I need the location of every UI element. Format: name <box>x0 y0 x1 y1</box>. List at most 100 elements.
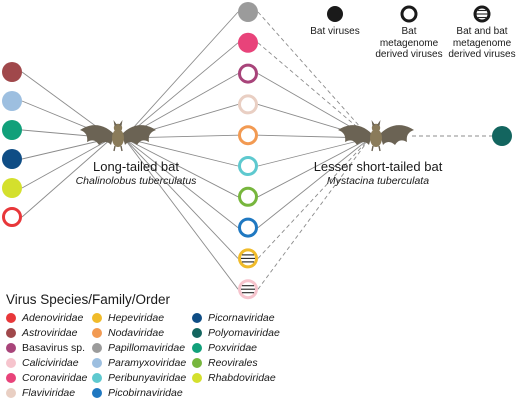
legend-icons <box>327 5 491 23</box>
family-item-caliciviridae: Caliciviridae <box>6 356 79 370</box>
family-label: Rhabdoviridae <box>208 372 276 384</box>
family-label: Caliciviridae <box>22 357 79 369</box>
family-color-dot <box>192 343 202 353</box>
family-color-dot <box>192 328 202 338</box>
family-color-dot <box>92 313 102 323</box>
family-label: Hepeviridae <box>108 312 165 324</box>
family-color-dot <box>6 358 16 368</box>
family-color-dot <box>192 358 202 368</box>
long-tailed-bat-icon <box>80 120 156 152</box>
family-item-peribunyaviridae: Peribunyaviridae <box>92 371 186 385</box>
family-item-paramyxoviridae: Paramyxoviridae <box>92 356 186 370</box>
family-color-dot <box>192 313 202 323</box>
node-center-reovirales <box>238 186 258 207</box>
short-tailed-bat-scientific-name: Mystacina tuberculata <box>326 175 430 187</box>
family-item-adenoviridae: Adenoviridae <box>6 311 83 325</box>
family-label: Coronaviridae <box>22 372 88 384</box>
family-item-basavirus: Basavirus sp. <box>6 341 85 355</box>
legend-both-label: Bat and bat metagenome derived viruses <box>448 26 516 60</box>
node-left-astroviridae <box>2 62 22 82</box>
family-item-coronaviridae: Coronaviridae <box>6 371 87 385</box>
family-color-dot <box>92 343 102 353</box>
link-longtailed-papillomaviridae <box>123 11 239 139</box>
legend-both-icon <box>473 5 491 23</box>
family-item-rhabdoviridae: Rhabdoviridae <box>192 371 276 385</box>
node-center-picobirnaviridae <box>238 217 258 238</box>
link-shorttailed-coronaviridae <box>257 42 371 139</box>
link-shorttailed-peribunyaviridae <box>257 137 371 167</box>
node-left-paramyxoviridae <box>2 91 22 111</box>
family-color-dot <box>6 328 16 338</box>
link-longtailed-caliciviridae <box>123 137 239 290</box>
family-label: Reovirales <box>208 357 258 369</box>
short-tailed-bat-icon <box>338 120 414 152</box>
legend-bat-viruses-icon <box>327 6 343 22</box>
node-center-coronaviridae <box>238 32 258 53</box>
nodes-layer <box>2 2 512 300</box>
family-item-astroviridae: Astroviridae <box>6 326 77 340</box>
family-label: Picornaviridae <box>208 312 275 324</box>
family-label: Picobirnaviridae <box>108 387 183 399</box>
node-center-papillomaviridae <box>238 2 258 22</box>
bats-layer <box>80 120 414 152</box>
family-label: Paramyxoviridae <box>108 357 187 369</box>
link-left-adenoviridae <box>21 137 113 218</box>
family-color-dot <box>6 388 16 398</box>
family-item-picornaviridae: Picornaviridae <box>192 311 275 325</box>
family-label: Basavirus sp. <box>22 342 86 354</box>
family-item-polyomaviridae: Polyomaviridae <box>192 326 280 340</box>
family-label: Peribunyaviridae <box>108 372 187 384</box>
node-center-nodaviridae <box>238 125 258 146</box>
family-color-dot <box>192 373 202 383</box>
family-item-reovirales: Reovirales <box>192 356 258 370</box>
short-tailed-bat-name: Lesser short-tailed bat <box>313 159 443 174</box>
family-item-poxviridae: Poxviridae <box>192 341 257 355</box>
node-center-hepeviridae <box>238 248 258 269</box>
node-left-picornaviridae <box>2 149 22 169</box>
node-right-polyomaviridae <box>492 126 512 146</box>
family-item-flaviviridae: Flaviviridae <box>6 386 75 400</box>
family-item-picobirnaviridae: Picobirnaviridae <box>92 386 183 400</box>
link-longtailed-reovirales <box>123 137 239 198</box>
family-item-nodaviridae: Nodaviridae <box>92 326 164 340</box>
link-shorttailed-hepeviridae <box>257 137 371 259</box>
long-tailed-bat-name: Long-tailed bat <box>92 159 179 174</box>
node-left-poxviridae <box>2 120 22 140</box>
family-label: Flaviviridae <box>22 387 76 399</box>
node-center-flaviviridae <box>238 94 258 115</box>
node-left-rhabdoviridae <box>2 178 22 198</box>
family-label: Astroviridae <box>22 327 78 339</box>
link-longtailed-picobirnaviridae <box>123 137 239 228</box>
link-left-rhabdoviridae <box>21 137 113 189</box>
node-center-caliciviridae <box>238 279 258 300</box>
node-center-basavirus <box>238 63 258 84</box>
family-color-dot <box>92 358 102 368</box>
link-longtailed-coronaviridae <box>123 42 239 139</box>
long-tailed-bat-scientific-name: Chalinolobus tuberculatus <box>75 175 197 187</box>
family-color-dot <box>6 343 16 353</box>
link-shorttailed-reovirales <box>257 137 371 198</box>
family-label: Adenoviridae <box>22 312 84 324</box>
family-label: Nodaviridae <box>108 327 165 339</box>
legend-metagenome-icon <box>400 5 418 23</box>
family-item-papillomaviridae: Papillomaviridae <box>92 341 185 355</box>
family-legend-title: Virus Species/Family/Order <box>6 292 171 307</box>
link-longtailed-hepeviridae <box>123 137 239 259</box>
legend-bat-viruses-label: Bat viruses <box>310 26 360 37</box>
family-item-hepeviridae: Hepeviridae <box>92 311 164 325</box>
family-color-dot <box>92 373 102 383</box>
family-label: Papillomaviridae <box>108 342 186 354</box>
legend-metagenome-label: Bat metagenome derived viruses <box>375 26 443 60</box>
family-color-dot <box>92 328 102 338</box>
link-shorttailed-picobirnaviridae <box>257 137 371 228</box>
family-color-dot <box>6 313 16 323</box>
link-shorttailed-papillomaviridae <box>257 11 371 139</box>
family-color-dot <box>92 388 102 398</box>
family-label: Poxviridae <box>208 342 258 354</box>
link-longtailed-peribunyaviridae <box>123 137 239 167</box>
family-label: Polyomaviridae <box>208 327 280 339</box>
node-center-peribunyaviridae <box>238 156 258 176</box>
link-shorttailed-caliciviridae <box>257 137 371 290</box>
